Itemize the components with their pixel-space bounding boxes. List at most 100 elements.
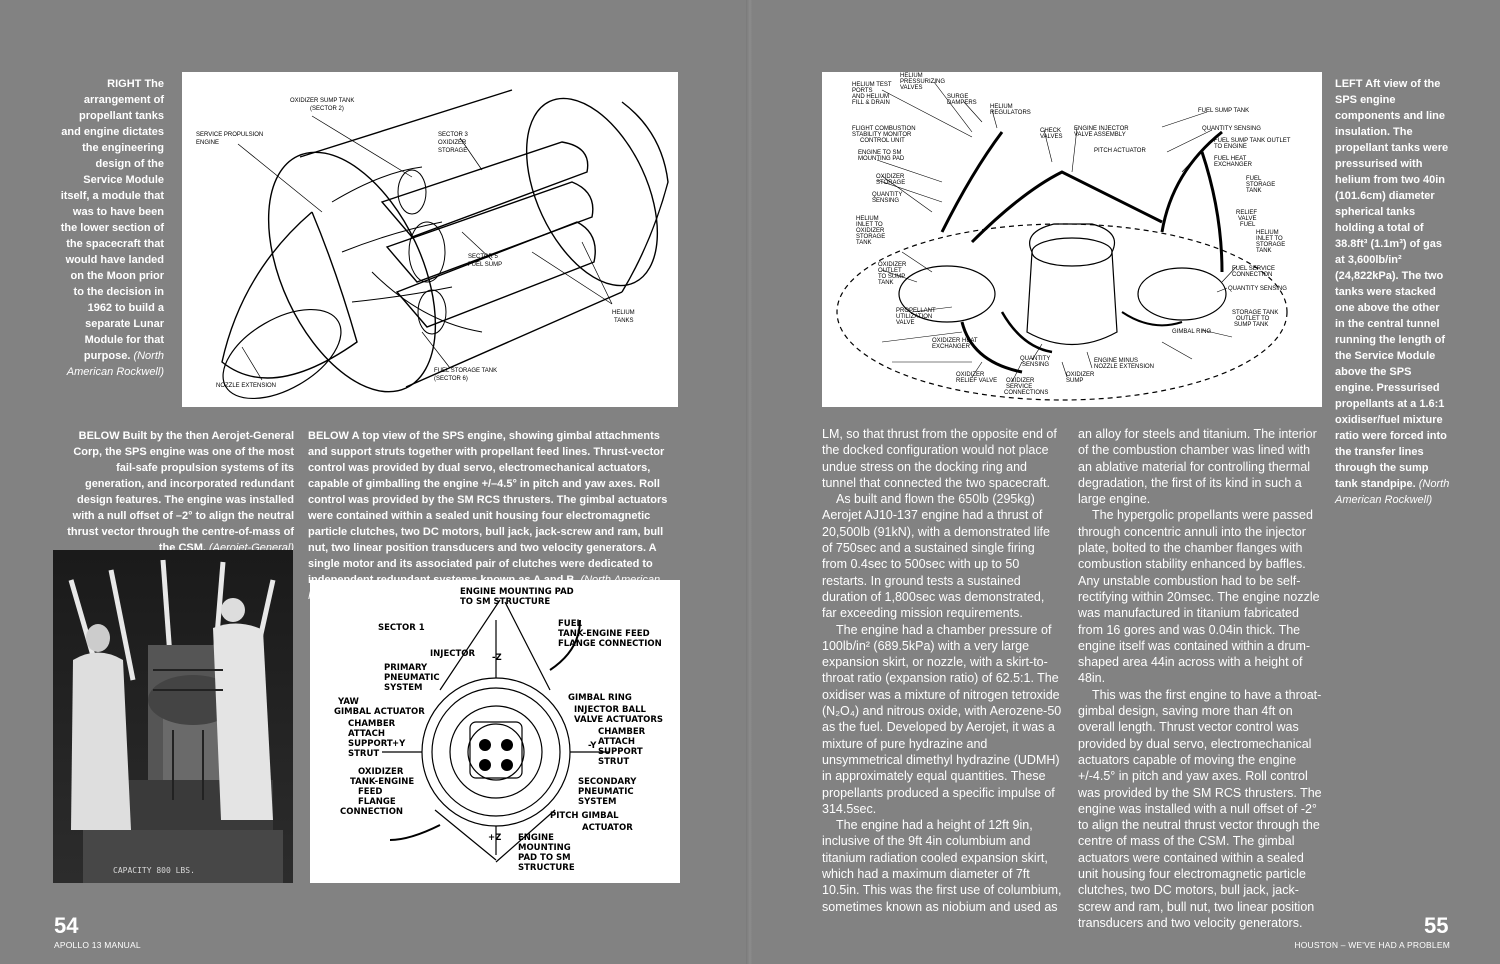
aft-label-ox-storage-2: STORAGE — [876, 180, 905, 186]
label-fuel-feed-3: FLANGE CONNECTION — [558, 639, 662, 649]
label-chamber-l-4: STRUT — [348, 749, 379, 759]
aft-label-he-test-3: AND HELIUM — [852, 94, 889, 100]
aft-label-relief-2: VALVE — [1238, 216, 1256, 222]
label-helium: HELIUM — [612, 310, 635, 316]
body-paragraph: The hypergolic propellants were passed t… — [1078, 508, 1320, 686]
aft-label-relief: RELIEF — [1236, 210, 1257, 216]
label-chamber-r-2: ATTACH — [598, 737, 635, 747]
aft-label-ox-storage: OXIDIZER — [876, 174, 905, 180]
aft-label-ox-sump: OXIDIZER — [1066, 372, 1095, 378]
aft-label-fcsm-3: CONTROL UNIT — [860, 138, 905, 144]
label-mounting-top: ENGINE MOUNTING PAD — [460, 587, 574, 597]
aft-label-he-inlet-fuel-2: INLET TO — [1256, 236, 1283, 242]
aft-label-qty-sensing-r: QUANTITY SENSING — [1228, 286, 1287, 292]
body-paragraph: The engine had a height of 12ft 9in, inc… — [822, 818, 1062, 914]
aft-label-fuel-storage-2: STORAGE — [1246, 182, 1275, 188]
label-oxidizer-sump: OXIDIZER SUMP TANK — [290, 98, 354, 104]
aft-label-fuel-heat-2: EXCHANGER — [1214, 162, 1253, 168]
label-sps-engine: SERVICE PROPULSION — [196, 132, 263, 138]
caption-lead: LEFT — [1335, 78, 1363, 90]
aft-label-he-test-2: PORTS — [852, 88, 873, 94]
aft-label-he-inlet-ox: HELIUM — [856, 216, 879, 222]
caption-text: The arrangement of propellant tanks and … — [60, 78, 164, 362]
body-paragraph: The engine had a chamber pressure of 100… — [822, 622, 1062, 816]
right-page: HELIUM TEST PORTS AND HELIUM FILL & DRAI… — [752, 0, 1500, 964]
aft-label-qty-sensing-l: QUANTITY — [872, 192, 902, 198]
aft-label-fuel-storage-3: TANK — [1246, 188, 1262, 194]
label-sector1: SECTOR 1 — [378, 623, 425, 633]
sps-aft-view-diagram: HELIUM TEST PORTS AND HELIUM FILL & DRAI… — [822, 72, 1322, 407]
label-secondary-3: SYSTEM — [578, 797, 616, 807]
label-nozzle-extension: NOZZLE EXTENSION — [216, 383, 276, 389]
label-chamber-l: CHAMBER — [348, 719, 396, 729]
label-minus-z: -Z — [492, 653, 502, 663]
aft-label-relief-3: FUEL — [1240, 222, 1256, 228]
aft-label-engine-minus: ENGINE MINUS — [1094, 358, 1138, 364]
aft-label-he-press-3: VALVES — [900, 85, 922, 91]
running-head: APOLLO 13 MANUAL — [54, 940, 141, 950]
photo-capacity-text: CAPACITY 800 LBS. — [113, 866, 195, 875]
body-column-1: LM, so that thrust from the opposite end… — [822, 426, 1062, 915]
caption-below-diagram: BELOW A top view of the SPS engine, show… — [308, 428, 680, 604]
caption-lead: RIGHT — [107, 78, 142, 90]
label-sector5-2: FUEL SUMP — [468, 262, 502, 268]
body-paragraph: This was the first engine to have a thro… — [1078, 687, 1322, 930]
label-plus-y: +Y — [392, 739, 406, 749]
aft-label-qty-sensing-b-2: SENSING — [1022, 362, 1049, 368]
aft-label-fuel-outlet: FUEL SUMP TANK OUTLET — [1214, 138, 1291, 144]
label-mounting-top-2: TO SM STRUCTURE — [460, 597, 550, 607]
label-fuel-feed: FUEL — [558, 619, 583, 629]
label-oxidizer-feed: OXIDIZER — [358, 767, 404, 777]
label-yaw-2: GIMBAL ACTUATOR — [334, 707, 425, 717]
sps-engine-photo: CAPACITY 800 LBS. — [53, 550, 293, 883]
aft-label-prop-util-3: VALVE — [896, 320, 914, 326]
spine-gutter — [746, 0, 754, 964]
label-chamber-l-3: SUPPORT — [348, 739, 393, 749]
label-secondary: SECONDARY — [578, 777, 637, 787]
aft-label-injector-valve: ENGINE INJECTOR — [1074, 126, 1129, 132]
aft-label-he-reg-2: REGULATORS — [990, 110, 1031, 116]
aft-label-engine-to-sm: ENGINE TO SM — [858, 150, 901, 156]
label-yaw: YAW — [337, 697, 360, 707]
aft-label-he-test-4: FILL & DRAIN — [852, 100, 890, 106]
aft-label-he-reg: HELIUM — [990, 104, 1013, 110]
aft-label-he-inlet-fuel-4: TANK — [1256, 248, 1272, 254]
label-oxidizer-feed-2: TANK-ENGINE — [350, 777, 414, 787]
label-pitch-2: ACTUATOR — [582, 823, 633, 833]
label-oxidizer-feed-5: CONNECTION — [340, 807, 403, 817]
aft-label-fuel-heat: FUEL HEAT — [1214, 156, 1247, 162]
label-sector3: SECTOR 3 — [438, 132, 469, 138]
aft-label-he-inlet-ox-3: OXIDIZER — [856, 228, 885, 234]
left-page: RIGHT The arrangement of propellant tank… — [0, 0, 748, 964]
aft-label-check: CHECK — [1040, 128, 1061, 134]
label-chamber-r: CHAMBER — [598, 727, 646, 737]
caption-below-photo: BELOW Built by the then Aerojet-General … — [56, 428, 294, 556]
caption-credit: (North American Rockwell) — [66, 350, 164, 378]
label-minus-y: -Y — [588, 741, 597, 751]
aft-label-gimbal: GIMBAL RING — [1172, 329, 1211, 335]
aft-label-prop-util: PROPELLANT — [896, 308, 936, 314]
label-fuel-storage: FUEL STORAGE TANK — [434, 368, 497, 374]
aft-label-storage-outlet-3: SUMP TANK — [1234, 322, 1268, 328]
label-sector5: SECTOR 5 — [468, 254, 499, 260]
label-gimbal-ring: GIMBAL RING — [568, 693, 632, 703]
body-paragraph: LM, so that thrust from the opposite end… — [822, 427, 1057, 490]
label-fuel-storage-2: (SECTOR 6) — [434, 376, 468, 382]
label-helium-2: TANKS — [614, 318, 634, 324]
aft-label-fcsm-2: STABILITY MONITOR — [852, 132, 912, 138]
aft-label-ox-outlet-3: TO SUMP — [878, 274, 905, 280]
body-paragraph: As built and flown the 650lb (295kg) Aer… — [822, 492, 1050, 621]
aft-label-prop-util-2: UTILIZATION — [896, 314, 932, 320]
label-chamber-r-4: STRUT — [598, 757, 629, 767]
caption-text: A top view of the SPS engine, showing gi… — [308, 430, 668, 586]
aft-label-fcsm: FLIGHT COMBUSTION — [852, 126, 916, 132]
aft-label-injector-valve-2: VALVE ASSEMBLY — [1074, 132, 1126, 138]
caption-right: RIGHT The arrangement of propellant tank… — [58, 76, 164, 380]
aft-label-pitch-act: PITCH ACTUATOR — [1094, 148, 1146, 154]
label-primary-2: PNEUMATIC — [384, 673, 440, 683]
caption-lead: BELOW — [308, 430, 349, 442]
aft-label-he-inlet-ox-5: TANK — [856, 240, 872, 246]
aft-label-ox-service-3: CONNECTIONS — [1004, 390, 1048, 396]
running-head: HOUSTON – WE'VE HAD A PROBLEM — [1294, 940, 1450, 950]
label-plus-z: +Z — [488, 833, 501, 843]
